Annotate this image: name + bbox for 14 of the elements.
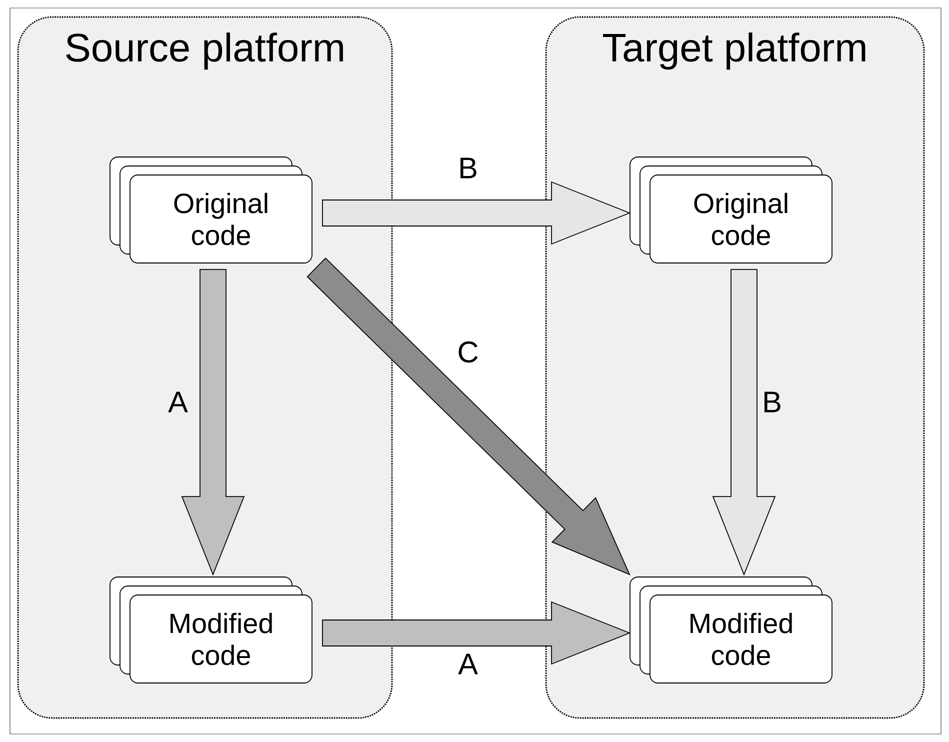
stacked-document-box: Original code bbox=[630, 156, 832, 264]
stacked-document-box: Modified code bbox=[110, 576, 312, 684]
stacked-document-box: Original code bbox=[110, 156, 312, 264]
block-arrow bbox=[306, 258, 630, 576]
edge-label: B bbox=[460, 158, 476, 178]
stacked-document-box: Modified code bbox=[630, 576, 832, 684]
edge-label: A bbox=[168, 392, 188, 412]
block-arrow bbox=[181, 269, 245, 576]
block-arrow bbox=[712, 269, 776, 576]
edge-label: B bbox=[764, 392, 780, 412]
block-arrow bbox=[322, 601, 631, 665]
block-arrow bbox=[322, 181, 631, 245]
edge-label: C bbox=[458, 341, 478, 363]
edge-label: A bbox=[458, 654, 478, 674]
